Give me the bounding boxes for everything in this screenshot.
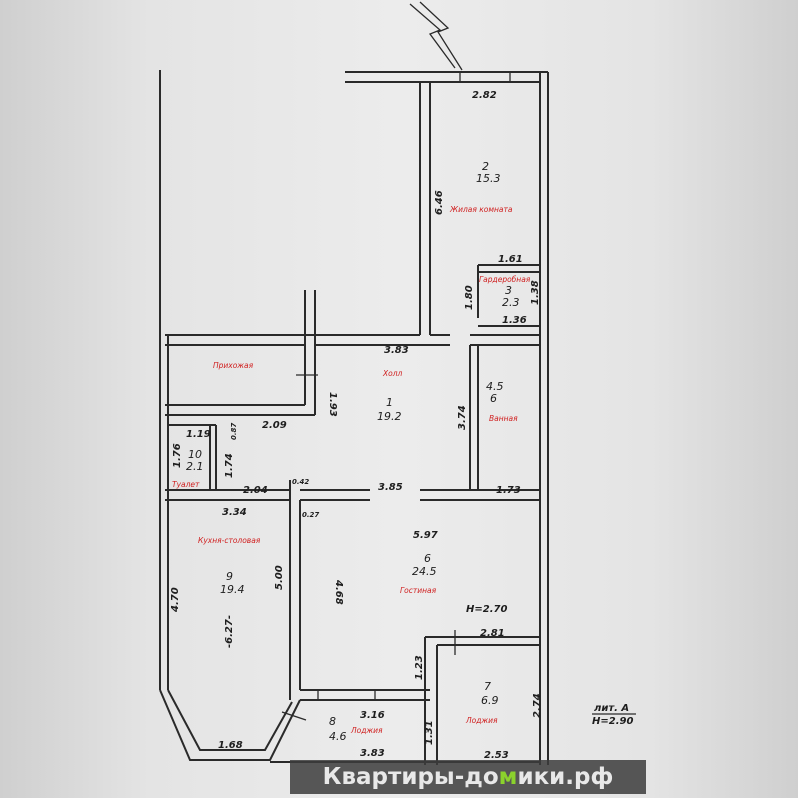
room-3-area: 2.3	[502, 296, 520, 309]
dim: 6.46	[434, 190, 445, 215]
watermark-text: ики.рф	[517, 764, 614, 790]
room-9-name: Кухня-столовая	[198, 536, 261, 545]
dim: 1.38	[530, 280, 541, 305]
dim: -6.27-	[224, 615, 235, 648]
walls	[159, 1, 549, 765]
room-4-5-name: Ванная	[489, 414, 518, 423]
room-4-5-area: 6	[490, 392, 497, 405]
entry-hall-name: Прихожая	[213, 361, 254, 370]
watermark-house-logo: м	[498, 764, 518, 790]
dim: 2.81	[480, 628, 505, 639]
room-10-area: 2.1	[186, 460, 204, 473]
room-10-name: Туалет	[172, 480, 200, 489]
dim: 2.82	[472, 90, 497, 101]
room-9-area: 19.4	[220, 583, 245, 596]
room-8-area: 4.6	[329, 730, 347, 743]
room-1-number: 1	[386, 396, 393, 409]
room-2-area: 15.3	[476, 172, 501, 185]
room-10-number: 10	[188, 448, 202, 461]
room-8-name: Лоджия	[350, 726, 383, 735]
dim: 1.31	[424, 720, 435, 745]
room-7-name: Лоджия	[465, 716, 498, 725]
room-6-height: H=2.70	[466, 604, 507, 615]
room-6-area: 24.5	[412, 565, 437, 578]
dim: 1.76	[172, 443, 183, 468]
room-2-number: 2	[482, 160, 489, 173]
room-4-5-number: 4.5	[486, 380, 504, 393]
dim: 4.68	[333, 579, 344, 605]
dim: 1.23	[414, 655, 425, 680]
dim: 5.97	[413, 530, 438, 541]
dimensions: 2.82 6.46 1.61 1.80 1.38 1.36 3.83 1.93 …	[170, 90, 636, 761]
dim: 1.61	[498, 254, 523, 265]
legend-lit: лит. А	[594, 703, 629, 714]
dim: 3.74	[457, 405, 468, 430]
dim: 1.93	[327, 392, 338, 417]
room-1-name: Холл	[382, 369, 403, 378]
room-3-number: 3	[505, 284, 512, 297]
legend-height: Н=2.90	[592, 716, 633, 727]
dim: 3.85	[378, 482, 403, 493]
dim: 1.74	[224, 453, 235, 478]
dim: 1.19	[186, 429, 211, 440]
room-7-number: 7	[484, 680, 491, 693]
room-7-area: 6.9	[481, 694, 499, 707]
dim: 3.16	[360, 710, 385, 721]
room-labels: 2 15.3 Жилая комната Гардеробная 3 2.3 П…	[172, 160, 531, 743]
dim: 1.68	[218, 740, 243, 751]
room-8-number: 8	[329, 715, 336, 728]
dim: 0.42	[292, 478, 309, 486]
room-3-name: Гардеробная	[479, 275, 531, 284]
dim: 3.34	[222, 507, 247, 518]
dim: 1.80	[464, 285, 475, 310]
dim: 0.27	[302, 511, 319, 519]
room-6-name: Гостиная	[400, 586, 437, 595]
dim: 0.87	[230, 423, 238, 440]
watermark-text: Квартиры-до	[322, 764, 499, 790]
room-6-number: 6	[424, 552, 431, 565]
dim: 1.36	[502, 315, 527, 326]
dim: 4.70	[170, 587, 181, 613]
dim: 2.04	[243, 485, 268, 496]
dim: 3.83	[384, 345, 409, 356]
room-9-number: 9	[226, 570, 233, 583]
watermark: Квартиры-домики.рф	[290, 760, 646, 794]
dim: 2.09	[262, 420, 287, 431]
room-1-area: 19.2	[377, 410, 402, 423]
dim: 2.53	[484, 750, 509, 761]
room-2-name: Жилая комната	[449, 205, 513, 214]
dim: 1.73	[496, 485, 521, 496]
dim: 3.83	[360, 748, 385, 759]
dim: 2.74	[532, 693, 543, 718]
dim: 5.00	[274, 565, 285, 590]
